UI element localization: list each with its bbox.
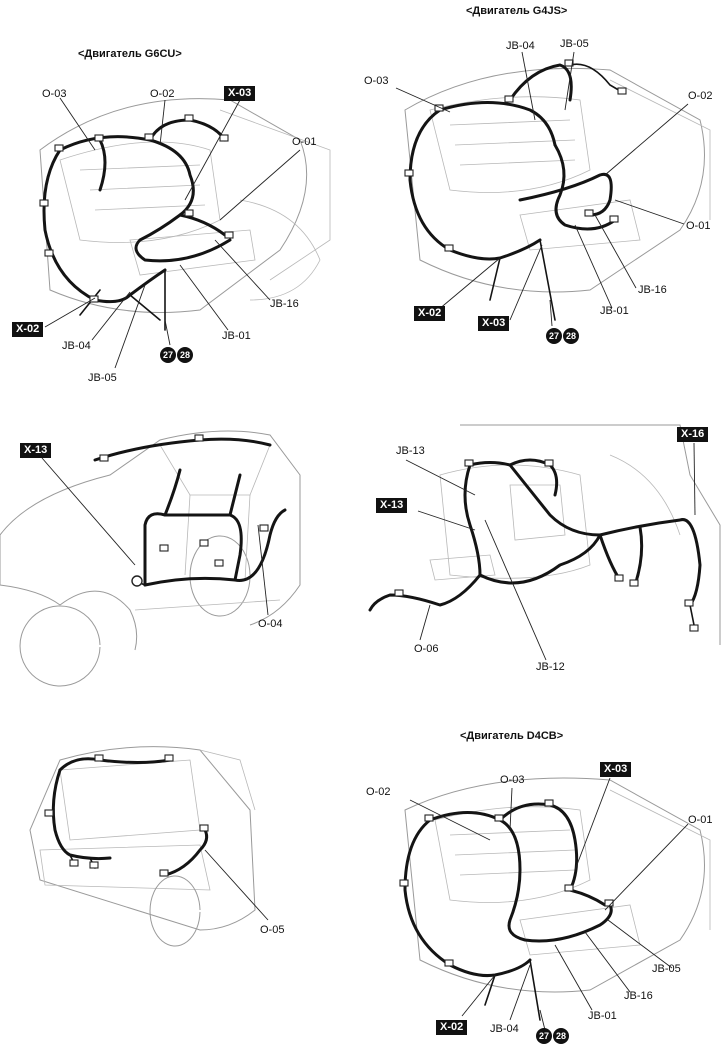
rear-drawing — [29, 746, 269, 947]
g4js-label-x02: X-02 — [414, 306, 446, 321]
g4js-connectors — [404, 59, 627, 252]
d4cb-label-o01: O-01 — [688, 814, 713, 826]
panel-g6cu: <Двигатель G6CU> O-03 O-02 X-03 O-01 JB-… — [0, 0, 360, 384]
d4cb-connectors — [399, 799, 614, 967]
g6cu-connector-27: 27 — [160, 347, 176, 363]
rear-connectors — [44, 754, 209, 877]
d4cb-label-jb16: JB-16 — [624, 990, 653, 1002]
g6cu-connector-28: 28 — [177, 347, 193, 363]
g4js-label-jb16: JB-16 — [638, 284, 667, 296]
g4js-label-jb04: JB-04 — [506, 40, 535, 52]
g4js-label-jb05: JB-05 — [560, 38, 589, 50]
d4cb-label-jb05: JB-05 — [652, 963, 681, 975]
body-side-drawing — [0, 430, 301, 687]
d4cb-label-o02: O-02 — [366, 786, 391, 798]
g6cu-connectors — [39, 114, 234, 303]
interior-connectors — [394, 459, 699, 632]
g4js-label-jb01: JB-01 — [600, 305, 629, 317]
d4cb-title: <Двигатель D4CB> — [460, 730, 564, 742]
g6cu-label-jb04: JB-04 — [62, 340, 91, 352]
interior-label-x16: X-16 — [677, 427, 709, 442]
interior-label-o06: O-06 — [414, 643, 439, 655]
d4cb-connector-27: 27 — [536, 1028, 552, 1044]
interior-drawing — [368, 424, 721, 661]
g4js-drawing — [395, 51, 711, 327]
g4js-title: <Двигатель G4JS> — [466, 5, 568, 17]
body-side-label-o04: O-04 — [258, 618, 283, 630]
body-side-connectors — [99, 434, 269, 567]
body-side-label-x13: X-13 — [20, 443, 52, 458]
g4js-label-o02: O-02 — [688, 90, 713, 102]
g4js-label-o03: O-03 — [364, 75, 389, 87]
g6cu-drawing — [39, 97, 331, 369]
interior-label-jb12: JB-12 — [536, 661, 565, 673]
interior-label-x13: X-13 — [376, 498, 408, 513]
d4cb-drawing — [399, 777, 711, 1031]
panel-interior: JB-13 X-13 X-16 O-06 JB-12 — [360, 415, 725, 680]
g6cu-label-x03: X-03 — [224, 86, 256, 101]
g6cu-label-jb05: JB-05 — [88, 372, 117, 384]
g6cu-label-jb01: JB-01 — [222, 330, 251, 342]
d4cb-label-o03: O-03 — [500, 774, 525, 786]
d4cb-label-jb04: JB-04 — [490, 1023, 519, 1035]
g6cu-label-jb16: JB-16 — [270, 298, 299, 310]
rear-label-o05: O-05 — [260, 924, 285, 936]
d4cb-label-x03: X-03 — [600, 762, 632, 777]
g4js-connector-27: 27 — [546, 328, 562, 344]
d4cb-connector-28: 28 — [553, 1028, 569, 1044]
panel-d4cb: <Двигатель D4CB> O-03 X-03 O-02 O-01 JB-… — [360, 720, 725, 1053]
g4js-label-x03: X-03 — [478, 316, 510, 331]
g6cu-title: <Двигатель G6CU> — [78, 48, 182, 60]
panel-body-side: X-13 O-04 — [0, 415, 360, 695]
g6cu-label-x02: X-02 — [12, 322, 44, 337]
d4cb-label-jb01: JB-01 — [588, 1010, 617, 1022]
panel-g4js: <Двигатель G4JS> JB-04 JB-05 O-03 O-02 O… — [360, 0, 725, 380]
g4js-label-o01: O-01 — [686, 220, 711, 232]
panel-rear: O-05 — [0, 730, 360, 980]
d4cb-label-x02: X-02 — [436, 1020, 468, 1035]
g6cu-label-o01: O-01 — [292, 136, 317, 148]
g6cu-label-o03: O-03 — [42, 88, 67, 100]
g6cu-label-o02: O-02 — [150, 88, 175, 100]
interior-label-jb13: JB-13 — [396, 445, 425, 457]
g4js-connector-28: 28 — [563, 328, 579, 344]
